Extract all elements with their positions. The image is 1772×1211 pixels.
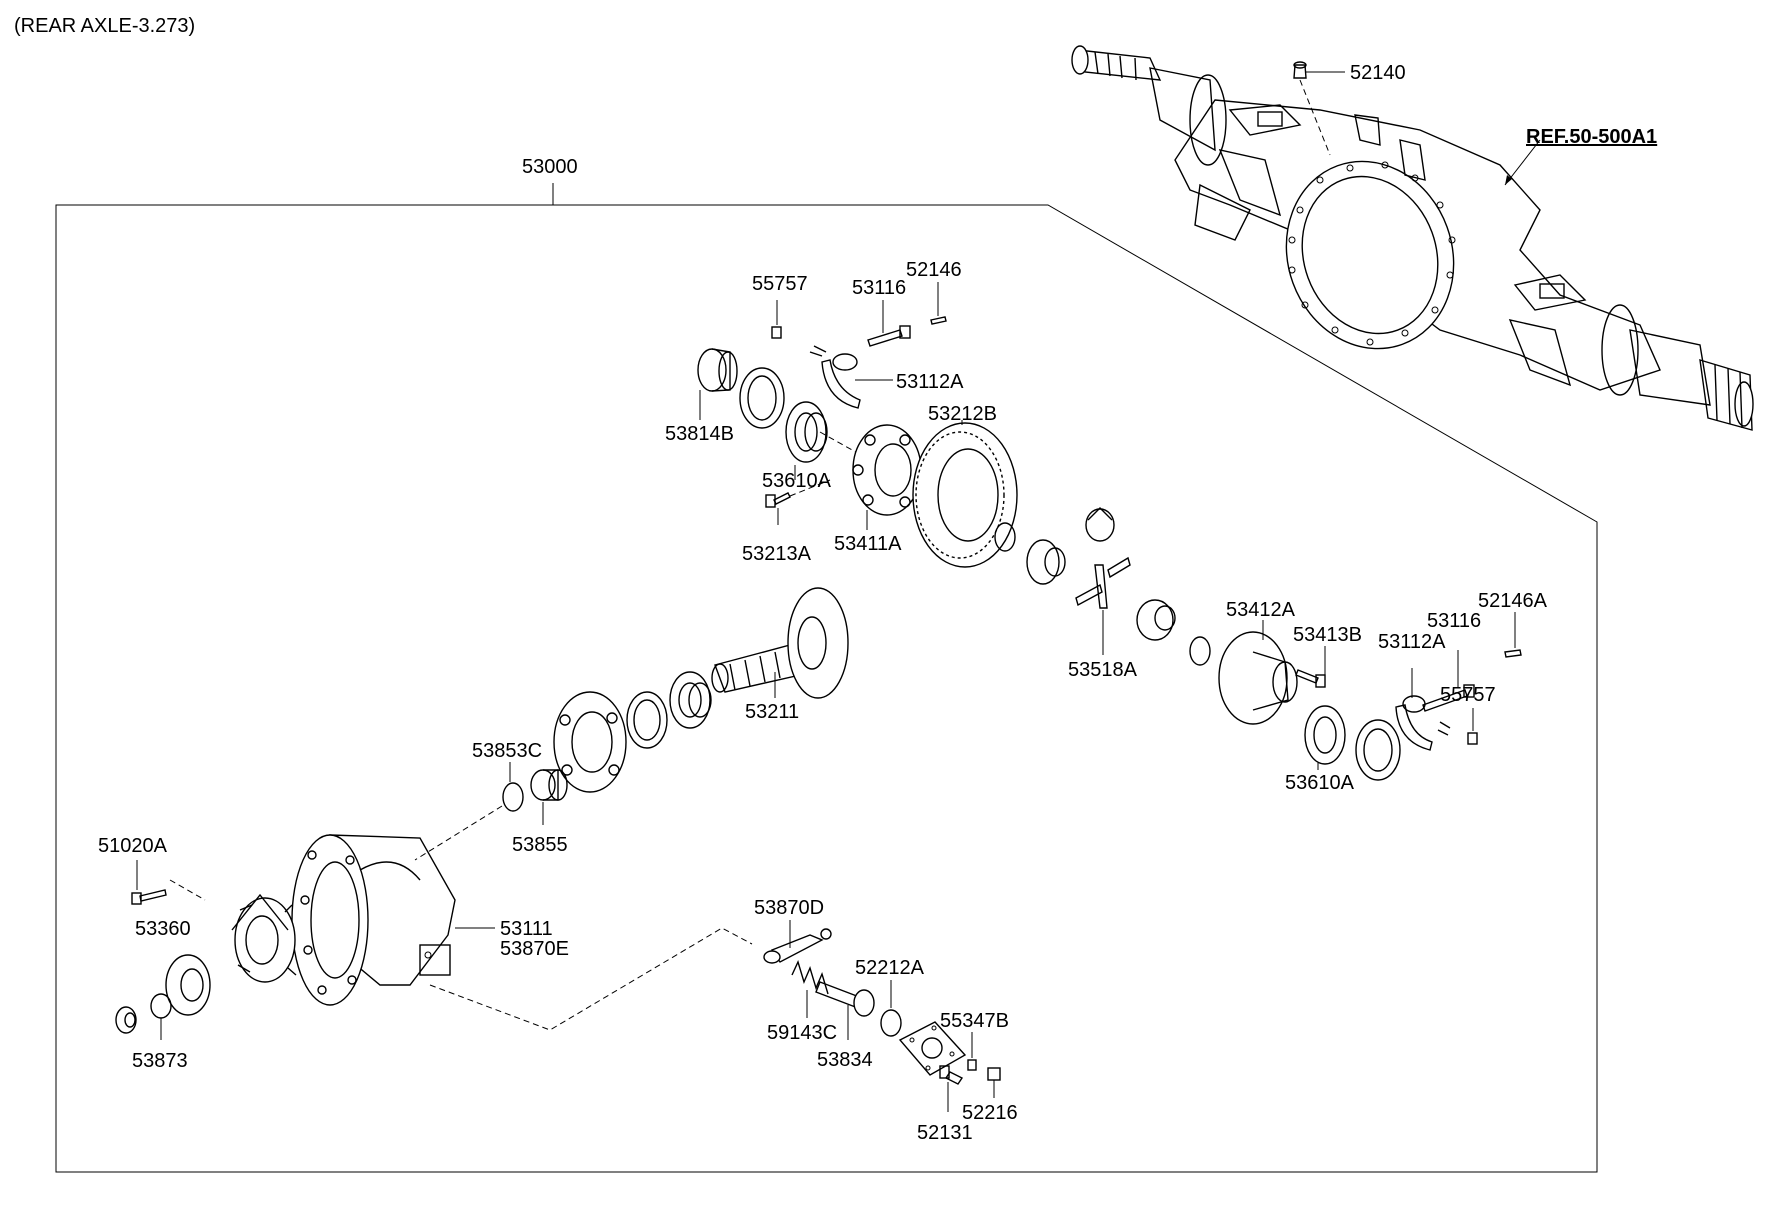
- bolt-icon: [131, 889, 167, 905]
- roller-bearing-icon: [669, 671, 712, 729]
- spring-icon: [791, 960, 829, 995]
- ref-pointer: [1504, 139, 1541, 186]
- o-ring-icon: [880, 1009, 902, 1037]
- label-53211[interactable]: 53211: [745, 701, 799, 723]
- differential-case-icon: [1218, 631, 1298, 725]
- pin-icon: [930, 316, 947, 325]
- cover-plate-icon: [898, 1021, 967, 1076]
- roller-bearing-icon: [785, 401, 828, 463]
- thrust-washer-icon: [994, 522, 1016, 552]
- ref-link[interactable]: REF.50-500A1: [1526, 126, 1657, 148]
- spider-cross-icon: [1075, 556, 1131, 609]
- label-52131[interactable]: 52131: [917, 1122, 973, 1144]
- label-53412A[interactable]: 53412A: [1226, 599, 1296, 621]
- companion-flange-icon: [231, 893, 297, 983]
- label-53870E[interactable]: 53870E: [500, 938, 569, 960]
- label-53814B[interactable]: 53814B: [665, 423, 734, 445]
- axle-housing-illustration: [1071, 45, 1754, 431]
- label-52140[interactable]: 52140: [1350, 62, 1406, 84]
- label-52146A[interactable]: 52146A: [1478, 590, 1548, 612]
- bolt-icon: [1422, 684, 1475, 712]
- assembly-boundary: [55, 183, 1598, 1173]
- lock-plate-icon: [1467, 732, 1478, 745]
- ref-arrow-icon: [1505, 175, 1512, 185]
- drive-pinion-icon: [711, 587, 849, 699]
- label-55347B[interactable]: 55347B: [940, 1010, 1009, 1032]
- differential-case-icon: [852, 424, 922, 516]
- snap-ring-icon: [502, 782, 524, 812]
- label-53212B[interactable]: 53212B: [928, 403, 997, 425]
- plunger-icon: [815, 981, 875, 1017]
- label-53855[interactable]: 53855: [512, 834, 568, 856]
- lock-plate-icon: [771, 326, 782, 339]
- label-53518A[interactable]: 53518A: [1068, 659, 1138, 681]
- label-52216[interactable]: 52216: [962, 1102, 1018, 1124]
- label-53853C[interactable]: 53853C: [472, 740, 542, 762]
- label-53213A[interactable]: 53213A: [742, 543, 812, 565]
- pinion-gear-icon: [1136, 599, 1176, 641]
- yoke-icon: [165, 954, 211, 1016]
- pin-icon: [1504, 649, 1522, 658]
- bolt-icon: [867, 325, 911, 347]
- label-59143C[interactable]: 59143C: [767, 1022, 837, 1044]
- thrust-washer-icon: [1189, 636, 1211, 666]
- diagram-title: (REAR AXLE-3.273): [14, 15, 195, 37]
- label-51020A[interactable]: 51020A: [98, 835, 168, 857]
- pinion-cage-icon: [553, 691, 627, 793]
- bearing-race-icon: [1355, 719, 1401, 781]
- side-gear-icon: [1026, 539, 1066, 585]
- bearing-cap-icon: [809, 345, 861, 409]
- label-53360[interactable]: 53360: [135, 918, 191, 940]
- label-53411A[interactable]: 53411A: [834, 533, 902, 555]
- drain-plug-icon: [987, 1067, 1001, 1088]
- pinion-gear-icon: [1085, 507, 1115, 542]
- roller-bearing-icon: [1304, 705, 1346, 765]
- label-53111[interactable]: 53111: [500, 918, 553, 940]
- washer-icon: [150, 993, 172, 1019]
- label-53112A-right[interactable]: 53112A: [1378, 631, 1446, 653]
- label-52212A[interactable]: 52212A: [855, 957, 925, 979]
- spacer-icon: [530, 769, 568, 801]
- adjuster-nut-icon: [697, 348, 738, 392]
- bearing-race-icon: [626, 691, 668, 749]
- bearing-race-icon: [739, 367, 785, 429]
- label-53873[interactable]: 53873: [132, 1050, 188, 1072]
- bolt-icon: [1295, 669, 1326, 688]
- label-53834[interactable]: 53834: [817, 1049, 873, 1071]
- label-53116-top[interactable]: 53116: [852, 277, 906, 299]
- ring-gear-icon: [912, 422, 1018, 568]
- label-55757-top[interactable]: 55757: [752, 273, 808, 295]
- label-53000[interactable]: 53000: [522, 156, 578, 178]
- label-53116-right[interactable]: 53116: [1427, 610, 1481, 632]
- label-53610A-top[interactable]: 53610A: [762, 470, 832, 492]
- plug-icon: [967, 1059, 977, 1071]
- label-53112A-top[interactable]: 53112A: [896, 371, 964, 393]
- bolt-icon: [939, 1065, 964, 1085]
- label-53610A-right[interactable]: 53610A: [1285, 772, 1355, 794]
- shift-lever-icon: [763, 928, 832, 964]
- label-53870D[interactable]: 53870D: [754, 897, 824, 919]
- bolt-icon: [765, 492, 791, 508]
- carrier-housing-icon: [291, 834, 456, 1006]
- pinion-nut-icon: [115, 1006, 137, 1034]
- label-52146[interactable]: 52146: [906, 259, 962, 281]
- label-53413B[interactable]: 53413B: [1293, 624, 1362, 646]
- label-55757-right[interactable]: 55757: [1440, 684, 1496, 706]
